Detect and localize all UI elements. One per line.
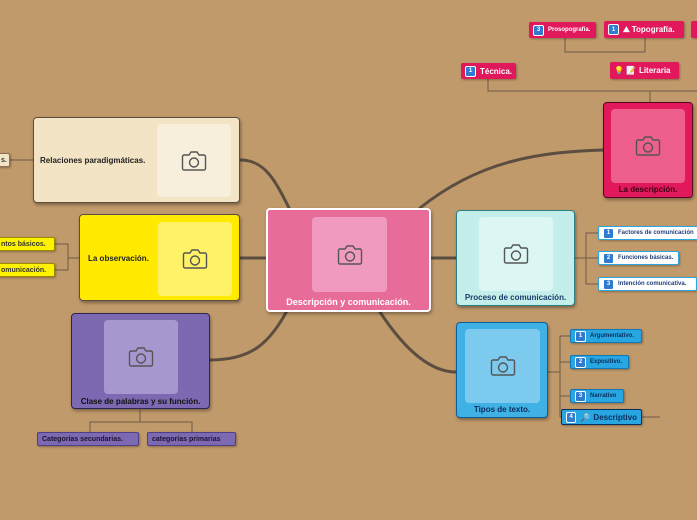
tecnica-label: Técnica.	[479, 66, 512, 76]
clase-child-2-label: categorías primarias	[152, 435, 221, 443]
link-clase-children	[89, 410, 193, 432]
tipos-child-3[interactable]: 3 Narrativo	[570, 389, 624, 403]
proceso-label: Proceso de comunicación.	[464, 293, 567, 302]
relaciones-node[interactable]: Relaciones paradigmáticas.	[33, 117, 240, 203]
mountain-icon: ⛰	[623, 24, 630, 34]
tipos-child-2[interactable]: 2 Expositivo.	[570, 355, 629, 369]
relaciones-child-label: s.	[1, 156, 7, 164]
central-label: Descripción y comunicación.	[286, 297, 411, 307]
proceso-child-2[interactable]: 2 Funciones básicas.	[598, 251, 679, 265]
tipos-child-3-label: Narrativo	[590, 393, 617, 399]
proceso-child-3[interactable]: 3 Intención comunicativa.	[598, 277, 697, 291]
relaciones-child-tag[interactable]: s.	[0, 153, 10, 167]
lightbulb-icon: 💡	[614, 66, 624, 75]
observacion-child-1-label: ntos básicos.	[1, 240, 46, 248]
clase-child-2[interactable]: categorías primarias	[147, 432, 236, 446]
camera-icon	[182, 249, 208, 269]
descripcion-child-cutoff[interactable]	[691, 21, 697, 38]
proceso-child-3-label: Intención comunicativa.	[618, 281, 687, 287]
observacion-photo-placeholder[interactable]	[158, 222, 232, 296]
camera-icon	[490, 356, 515, 376]
camera-icon	[635, 136, 661, 156]
badge-3: 3	[575, 390, 586, 402]
descripcion-child-topografia[interactable]: 1 ⛰ Topografía.	[604, 21, 684, 38]
descripcion-child-literaria[interactable]: 💡 📝 Literaria	[610, 62, 679, 79]
proceso-photo-placeholder[interactable]	[479, 217, 553, 291]
tipos-child-1-label: Argumentativo.	[590, 333, 635, 339]
camera-icon	[128, 347, 154, 367]
tipos-child-1[interactable]: 1 Argumentativo.	[570, 329, 642, 343]
literaria-label: Literaria	[638, 66, 671, 75]
memo-icon: 📝	[625, 66, 636, 75]
link-relaciones	[238, 158, 292, 212]
badge-1: 1	[603, 227, 614, 239]
prosopografia-label: Prosopografía.	[548, 27, 591, 33]
descripcion-child-tecnica[interactable]: 1 Técnica.	[461, 63, 516, 79]
clase-photo-placeholder[interactable]	[104, 320, 178, 394]
badge-2: 2	[603, 252, 614, 264]
relaciones-photo-placeholder[interactable]	[157, 124, 231, 197]
proceso-node[interactable]: Proceso de comunicación.	[456, 210, 575, 306]
camera-icon	[181, 150, 207, 171]
badge-2: 2	[575, 356, 586, 368]
badge-1: 1	[608, 24, 619, 35]
tipos-label: Tipos de texto.	[473, 405, 531, 414]
badge-1: 1	[575, 330, 586, 342]
descripcion-child-prosopografia[interactable]: 3 Prosopografía.	[529, 22, 596, 38]
clase-label: Clase de palabras y su función.	[80, 397, 201, 406]
central-photo-placeholder[interactable]	[312, 217, 387, 292]
link-observacion-children	[55, 243, 79, 271]
tipos-child-4-label: Descriptivo	[593, 412, 637, 422]
camera-icon	[337, 244, 362, 265]
camera-icon	[503, 244, 529, 264]
clase-child-1-label: Categorías secundarias.	[42, 435, 123, 443]
tipos-node[interactable]: Tipos de texto.	[456, 322, 548, 418]
topografia-label: Topografía.	[631, 25, 675, 34]
clase-child-1[interactable]: Categorías secundarias.	[37, 432, 139, 446]
descripcion-node[interactable]: La descripción.	[603, 102, 693, 198]
proceso-child-1-label: Factores de comunicación	[618, 230, 694, 236]
link-proceso-children	[575, 232, 598, 285]
link-tipos-children	[548, 335, 570, 418]
observacion-label: La observación.	[88, 254, 149, 263]
badge-3: 3	[533, 24, 544, 36]
proceso-child-1[interactable]: 1 Factores de comunicación	[598, 226, 697, 240]
observacion-child-2[interactable]: omunicación.	[0, 263, 55, 277]
observacion-child-1[interactable]: ntos básicos.	[0, 237, 55, 251]
link-tipos	[378, 310, 458, 374]
proceso-child-2-label: Funciones básicas.	[618, 255, 674, 261]
descripcion-label: La descripción.	[618, 185, 678, 194]
central-node[interactable]: Descripción y comunicación.	[266, 208, 431, 312]
descripcion-photo-placeholder[interactable]	[611, 109, 685, 183]
clase-node[interactable]: Clase de palabras y su función.	[71, 313, 210, 409]
badge-1: 1	[465, 65, 476, 77]
observacion-node[interactable]: La observación.	[79, 214, 240, 301]
tipos-child-4[interactable]: 4 🔎 Descriptivo	[561, 409, 642, 425]
badge-3: 3	[603, 278, 614, 290]
link-clase	[208, 303, 292, 362]
badge-4: 4	[566, 411, 577, 423]
tipos-photo-placeholder[interactable]	[465, 329, 540, 403]
magnifier-icon: 🔎	[580, 412, 591, 422]
observacion-child-2-label: omunicación.	[1, 266, 47, 274]
link-descripcion	[418, 148, 605, 210]
tipos-child-2-label: Expositivo.	[590, 359, 623, 365]
relaciones-label: Relaciones paradigmáticas.	[40, 156, 146, 165]
